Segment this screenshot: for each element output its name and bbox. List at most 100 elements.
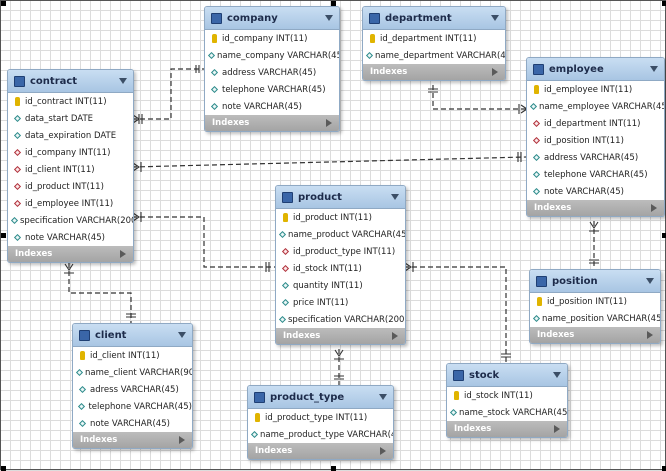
column-row[interactable]: name_position VARCHAR(45) xyxy=(530,310,660,327)
column-label: id_product_type INT(11) xyxy=(293,246,396,257)
selection-handle[interactable] xyxy=(331,1,336,6)
column-row[interactable]: telephone VARCHAR(45) xyxy=(73,398,192,415)
selection-handle[interactable] xyxy=(662,1,666,6)
indexes-section[interactable]: Indexes xyxy=(248,443,393,459)
column-row[interactable]: note VARCHAR(45) xyxy=(205,98,339,115)
column-row[interactable]: id_product INT(11) xyxy=(8,178,133,195)
column-row[interactable]: id_product_type INT(11) xyxy=(248,409,393,426)
column-row[interactable]: note VARCHAR(45) xyxy=(73,415,192,432)
selection-handle[interactable] xyxy=(1,1,6,6)
collapse-arrow-icon[interactable] xyxy=(119,78,127,84)
column-row[interactable]: id_department INT(11) xyxy=(527,115,664,132)
column-row[interactable]: id_client INT(11) xyxy=(73,347,192,364)
column-row[interactable]: id_company INT(11) xyxy=(8,144,133,161)
indexes-section[interactable]: Indexes xyxy=(363,64,505,80)
column-row[interactable]: id_client INT(11) xyxy=(8,161,133,178)
indexes-section[interactable]: Indexes xyxy=(276,328,405,344)
collapse-arrow-icon[interactable] xyxy=(379,394,387,400)
collapse-arrow-icon[interactable] xyxy=(646,278,654,284)
expand-arrow-icon[interactable] xyxy=(380,447,386,455)
indexes-section[interactable]: Indexes xyxy=(530,327,660,343)
selection-handle[interactable] xyxy=(1,466,6,471)
table-header[interactable]: client xyxy=(73,324,192,347)
column-label: data_start DATE xyxy=(25,113,94,124)
column-row[interactable]: note VARCHAR(45) xyxy=(8,229,133,246)
expand-arrow-icon[interactable] xyxy=(326,119,332,127)
column-icon xyxy=(77,385,87,394)
column-row[interactable]: id_employee INT(11) xyxy=(527,81,664,98)
column-row[interactable]: name_department VARCHAR(45) xyxy=(363,47,505,64)
expand-arrow-icon[interactable] xyxy=(492,68,498,76)
column-row[interactable]: name_employee VARCHAR(45) xyxy=(527,98,664,115)
column-row[interactable]: name_product VARCHAR(45) xyxy=(276,226,405,243)
column-row[interactable]: name_product_type VARCHAR(45) xyxy=(248,426,393,443)
column-row[interactable]: data_start DATE xyxy=(8,110,133,127)
column-row[interactable]: telephone VARCHAR(45) xyxy=(527,166,664,183)
column-row[interactable]: id_position INT(11) xyxy=(530,293,660,310)
column-row[interactable]: quantity INT(11) xyxy=(276,277,405,294)
selection-handle[interactable] xyxy=(662,466,666,471)
column-row[interactable]: name_company VARCHAR(45) xyxy=(205,47,339,64)
indexes-section[interactable]: Indexes xyxy=(8,246,133,262)
selection-handle[interactable] xyxy=(331,466,336,471)
column-row[interactable]: address VARCHAR(45) xyxy=(527,149,664,166)
column-row[interactable]: id_product INT(11) xyxy=(276,209,405,226)
column-row[interactable]: id_position INT(11) xyxy=(527,132,664,149)
column-row[interactable]: data_expiration DATE xyxy=(8,127,133,144)
expand-arrow-icon[interactable] xyxy=(179,436,185,444)
column-row[interactable]: id_employee INT(11) xyxy=(8,195,133,212)
table-header[interactable]: stock xyxy=(447,364,567,387)
collapse-arrow-icon[interactable] xyxy=(391,194,399,200)
column-row[interactable]: specification VARCHAR(200) xyxy=(276,311,405,328)
collapse-arrow-icon[interactable] xyxy=(553,372,561,378)
column-row[interactable]: telephone VARCHAR(45) xyxy=(205,81,339,98)
collapse-arrow-icon[interactable] xyxy=(325,15,333,21)
column-row[interactable]: address VARCHAR(45) xyxy=(205,64,339,81)
table-header[interactable]: contract xyxy=(8,70,133,93)
expand-arrow-icon[interactable] xyxy=(554,425,560,433)
table-header[interactable]: position xyxy=(530,270,660,293)
expand-arrow-icon[interactable] xyxy=(651,204,657,212)
indexes-section[interactable]: Indexes xyxy=(73,432,192,448)
collapse-arrow-icon[interactable] xyxy=(491,15,499,21)
table-header[interactable]: product_type xyxy=(248,386,393,409)
table-header[interactable]: department xyxy=(363,7,505,30)
column-icon xyxy=(12,114,22,123)
column-row[interactable]: id_product_type INT(11) xyxy=(276,243,405,260)
column-row[interactable]: id_stock INT(11) xyxy=(276,260,405,277)
selection-handle[interactable] xyxy=(662,233,666,238)
column-row[interactable]: name_stock VARCHAR(45) xyxy=(447,404,567,421)
collapse-arrow-icon[interactable] xyxy=(650,66,658,72)
column-row[interactable]: specification VARCHAR(200) xyxy=(8,212,133,229)
table-icon xyxy=(211,12,222,24)
indexes-section[interactable]: Indexes xyxy=(527,200,664,216)
column-row[interactable]: id_department INT(11) xyxy=(363,30,505,47)
column-row[interactable]: name_client VARCHAR(90) xyxy=(73,364,192,381)
indexes-section[interactable]: Indexes xyxy=(205,115,339,131)
indexes-section[interactable]: Indexes xyxy=(447,421,567,437)
column-row[interactable]: adress VARCHAR(45) xyxy=(73,381,192,398)
table-header[interactable]: employee xyxy=(527,58,664,81)
column-row[interactable]: id_company INT(11) xyxy=(205,30,339,47)
table-header[interactable]: company xyxy=(205,7,339,30)
column-row[interactable]: id_contract INT(11) xyxy=(8,93,133,110)
table-header[interactable]: product xyxy=(276,186,405,209)
column-row[interactable]: note VARCHAR(45) xyxy=(527,183,664,200)
collapse-arrow-icon[interactable] xyxy=(178,332,186,338)
expand-arrow-icon[interactable] xyxy=(647,331,653,339)
column-row[interactable]: id_stock INT(11) xyxy=(447,387,567,404)
column-label: name_client VARCHAR(90) xyxy=(85,367,193,378)
column-row[interactable]: price INT(11) xyxy=(276,294,405,311)
selection-handle[interactable] xyxy=(1,233,6,238)
expand-arrow-icon[interactable] xyxy=(120,250,126,258)
expand-arrow-icon[interactable] xyxy=(392,332,398,340)
